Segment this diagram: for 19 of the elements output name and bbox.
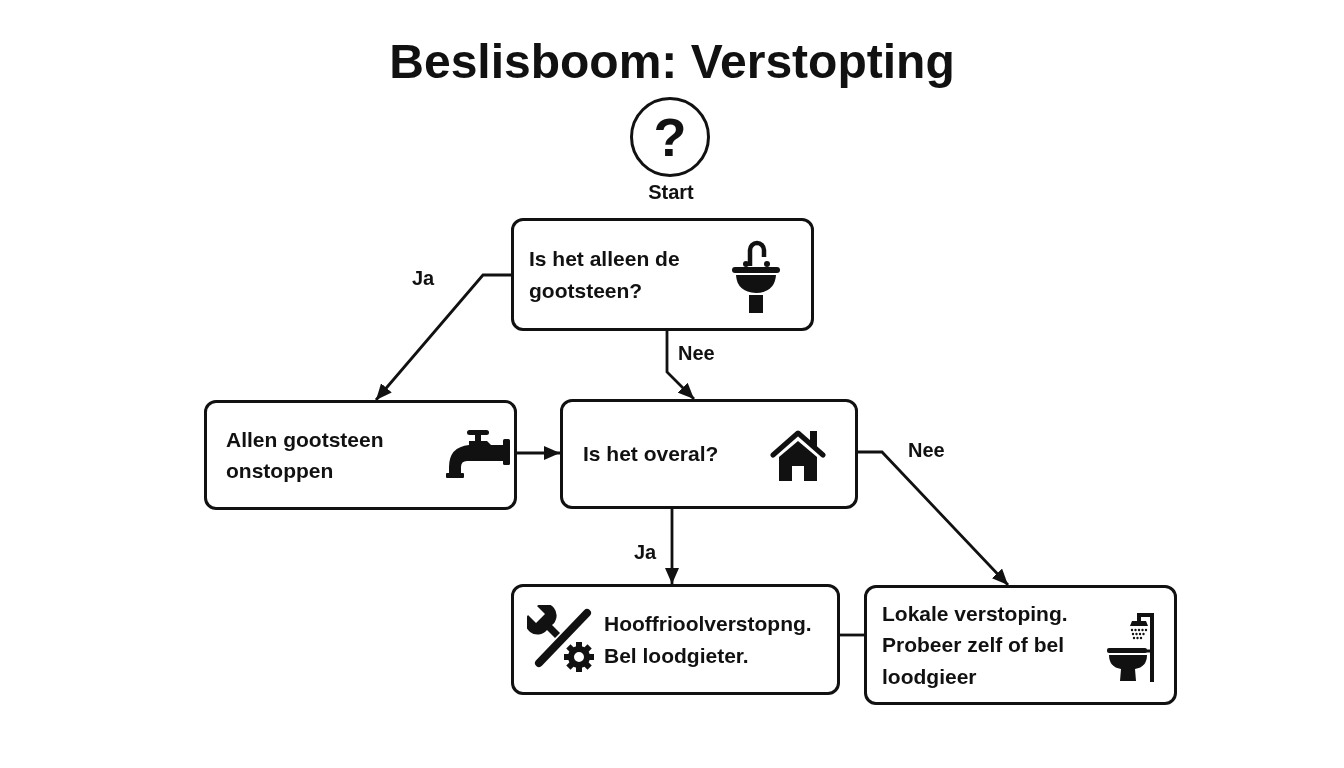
result-box [864,585,1177,705]
action-box [204,400,517,510]
result-text: Lokale verstoping. Probeer zelf of bel loodgieer [882,600,1069,690]
result-text: Hooffrioolverstopng. Bel loodgieter. [604,611,813,669]
start-label: Start [648,180,694,204]
question-mark: ? [653,110,687,164]
action-text: Allen gootsteen onstoppen [226,426,385,484]
connector-line [840,633,864,637]
arrow [665,331,695,400]
question-text: Is het alleen de gootsteen? [529,246,681,304]
question-text: Is het overal? [583,441,719,468]
arrow [858,450,1009,586]
arrow [517,446,560,460]
decision-box [560,399,858,509]
decision-box [511,218,814,331]
arrow [665,509,679,584]
arrow [374,273,511,401]
diagram-title: Beslisboom: Verstopting [389,34,955,90]
result-box [511,584,840,695]
